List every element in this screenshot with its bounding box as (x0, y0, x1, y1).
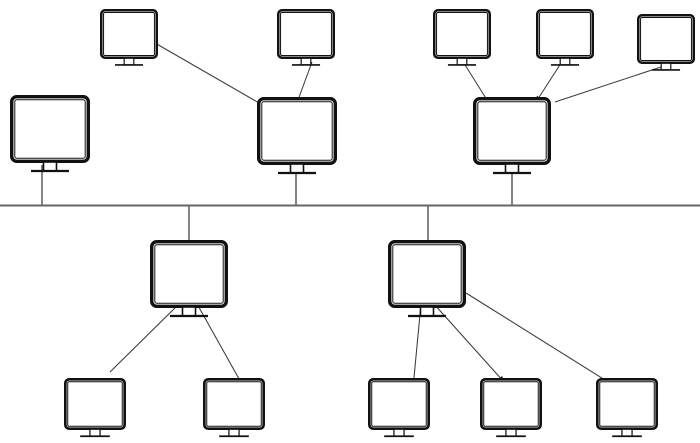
monitor-screen (263, 103, 331, 159)
monitor-screen-outline (371, 381, 427, 427)
monitor-screen-outline (103, 12, 155, 56)
monitor-neck (419, 306, 435, 317)
monitor-screen-outline (599, 381, 655, 427)
monitor-screen-outline (392, 244, 462, 304)
monitor-neck (660, 62, 672, 71)
monitor-screen (600, 382, 654, 426)
bottom-leaf-monitor-4[interactable] (479, 377, 542, 438)
bottom-leaf-monitor-5[interactable] (595, 377, 658, 438)
monitor-screen-outline (67, 381, 123, 427)
monitor-screen-outline (477, 101, 547, 161)
monitor-neck (393, 428, 405, 437)
bottom-leaf-monitor-1[interactable] (63, 377, 126, 438)
link-top-left-leaf-to-hub (154, 42, 267, 108)
monitor-nodes-layer (9, 9, 695, 438)
link-top-center-leaf-to-hub (297, 61, 313, 101)
monitor-screen-outline (483, 381, 539, 427)
monitor-screen-outline (539, 12, 591, 56)
monitor-neck (300, 57, 312, 66)
monitor-screen (68, 382, 122, 426)
monitor-screen-outline (154, 244, 224, 304)
monitor-screen-outline (206, 381, 262, 427)
monitor-screen (156, 246, 222, 302)
link-right-leaf3-to-hub (554, 65, 665, 103)
monitor-neck (123, 57, 135, 66)
monitor-screen (479, 103, 545, 159)
monitor-screen (641, 18, 691, 60)
monitor-screen (540, 13, 590, 55)
monitor-neck (456, 57, 468, 66)
top-left-leaf-monitor[interactable] (100, 9, 159, 66)
top-right-leaf-monitor-1[interactable] (432, 9, 491, 66)
monitor-screen-outline (640, 17, 692, 61)
monitor-neck (42, 161, 58, 172)
drop-links-layer (41, 165, 513, 243)
bottom-left-hub-monitor[interactable] (149, 239, 228, 318)
top-right-leaf-monitor-3[interactable] (636, 14, 695, 71)
monitor-screen-outline (14, 99, 86, 159)
monitor-screen (104, 13, 154, 55)
monitor-screen (437, 13, 487, 55)
link-br-hub-to-leaf3 (410, 303, 422, 389)
monitor-neck (89, 428, 101, 437)
top-right-hub-monitor[interactable] (473, 96, 552, 175)
link-bl-hub-to-leaf1 (109, 301, 182, 373)
monitor-neck (505, 428, 517, 437)
link-right-leaf2-to-hub (535, 59, 564, 103)
top-center-leaf-monitor[interactable] (276, 9, 335, 66)
link-br-hub-to-leaf5 (465, 292, 622, 391)
bottom-leaf-monitor-3[interactable] (367, 377, 430, 438)
monitor-neck (621, 428, 633, 437)
monitor-screen-outline (261, 101, 333, 161)
monitor-screen (281, 13, 331, 55)
monitor-neck (289, 163, 305, 174)
monitor-screen (16, 101, 84, 157)
left-standalone-monitor[interactable] (9, 94, 90, 173)
monitor-screen-outline (436, 12, 488, 56)
monitor-neck (559, 57, 571, 66)
monitor-screen (394, 246, 460, 302)
monitor-neck (504, 163, 520, 174)
monitor-neck (228, 428, 240, 437)
monitor-screen (207, 382, 261, 426)
top-center-hub-monitor[interactable] (257, 96, 338, 175)
monitor-screen-outline (280, 12, 332, 56)
connection-links-layer (109, 42, 665, 391)
monitor-screen (484, 382, 538, 426)
monitor-neck (181, 306, 197, 317)
link-bl-hub-to-leaf2 (195, 301, 244, 387)
bottom-right-hub-monitor[interactable] (388, 239, 467, 318)
top-right-leaf-monitor-2[interactable] (535, 9, 594, 66)
monitor-screen (372, 382, 426, 426)
bottom-leaf-monitor-2[interactable] (203, 377, 266, 438)
